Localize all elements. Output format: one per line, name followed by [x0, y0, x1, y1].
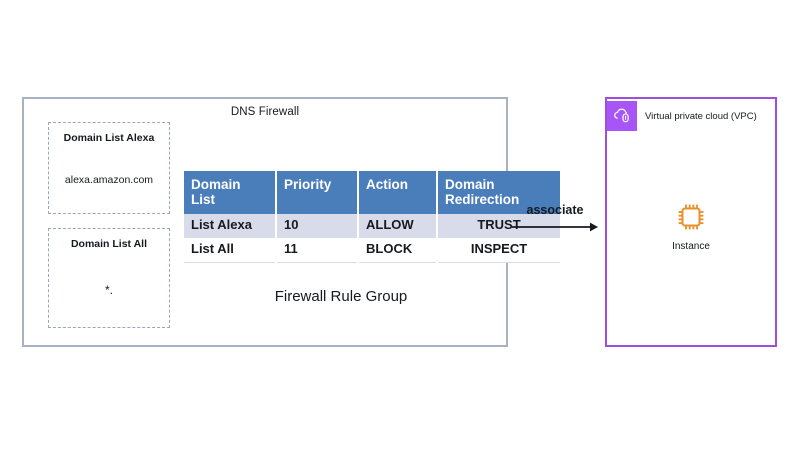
- firewall-rules-table: Domain List Priority Action Domain Redir…: [184, 171, 560, 263]
- domain-list-alexa-value: alexa.amazon.com: [64, 174, 154, 186]
- table-header-action: Action: [358, 171, 438, 215]
- vpc-header: Virtual private cloud (VPC): [607, 99, 757, 133]
- vpc-container: Virtual private cloud (VPC): [605, 97, 777, 347]
- domain-list-all-value: *.: [104, 283, 113, 297]
- domain-list-alexa-title: Domain List Alexa: [63, 132, 155, 144]
- table-header-row: Domain List Priority Action Domain Redir…: [184, 171, 560, 215]
- cell-action: BLOCK: [358, 238, 438, 263]
- table-row: List Alexa 10 ALLOW TRUST: [184, 214, 560, 239]
- cell-domain-redirection: INSPECT: [437, 238, 560, 263]
- vpc-title: Virtual private cloud (VPC): [645, 110, 757, 122]
- domain-list-all-box: Domain List All *.: [48, 228, 170, 328]
- dns-firewall-title: DNS Firewall: [230, 106, 300, 118]
- domain-list-all-title: Domain List All: [70, 238, 148, 250]
- arrow-right-icon: [512, 222, 598, 232]
- instance-chip-icon: [678, 204, 704, 230]
- table-header-domain-list: Domain List: [184, 171, 277, 215]
- cell-domain-list: List All: [184, 238, 277, 263]
- domain-list-alexa-box: Domain List Alexa alexa.amazon.com: [48, 122, 170, 214]
- cell-priority: 10: [276, 214, 359, 239]
- cell-priority: 11: [276, 238, 359, 263]
- firewall-rule-group-label: Firewall Rule Group: [274, 288, 408, 305]
- instance-group: Instance: [607, 200, 775, 252]
- associate-label: associate: [526, 203, 584, 217]
- vpc-cloud-icon: [607, 101, 637, 131]
- cell-action: ALLOW: [358, 214, 438, 239]
- table-row: List All 11 BLOCK INSPECT: [184, 238, 560, 263]
- table-header-priority: Priority: [276, 171, 359, 215]
- table-header-domain-redirection: Domain Redirection: [437, 171, 560, 215]
- instance-label: Instance: [672, 241, 710, 252]
- cell-domain-list: List Alexa: [184, 214, 277, 239]
- cell-domain-redirection: TRUST: [437, 214, 560, 239]
